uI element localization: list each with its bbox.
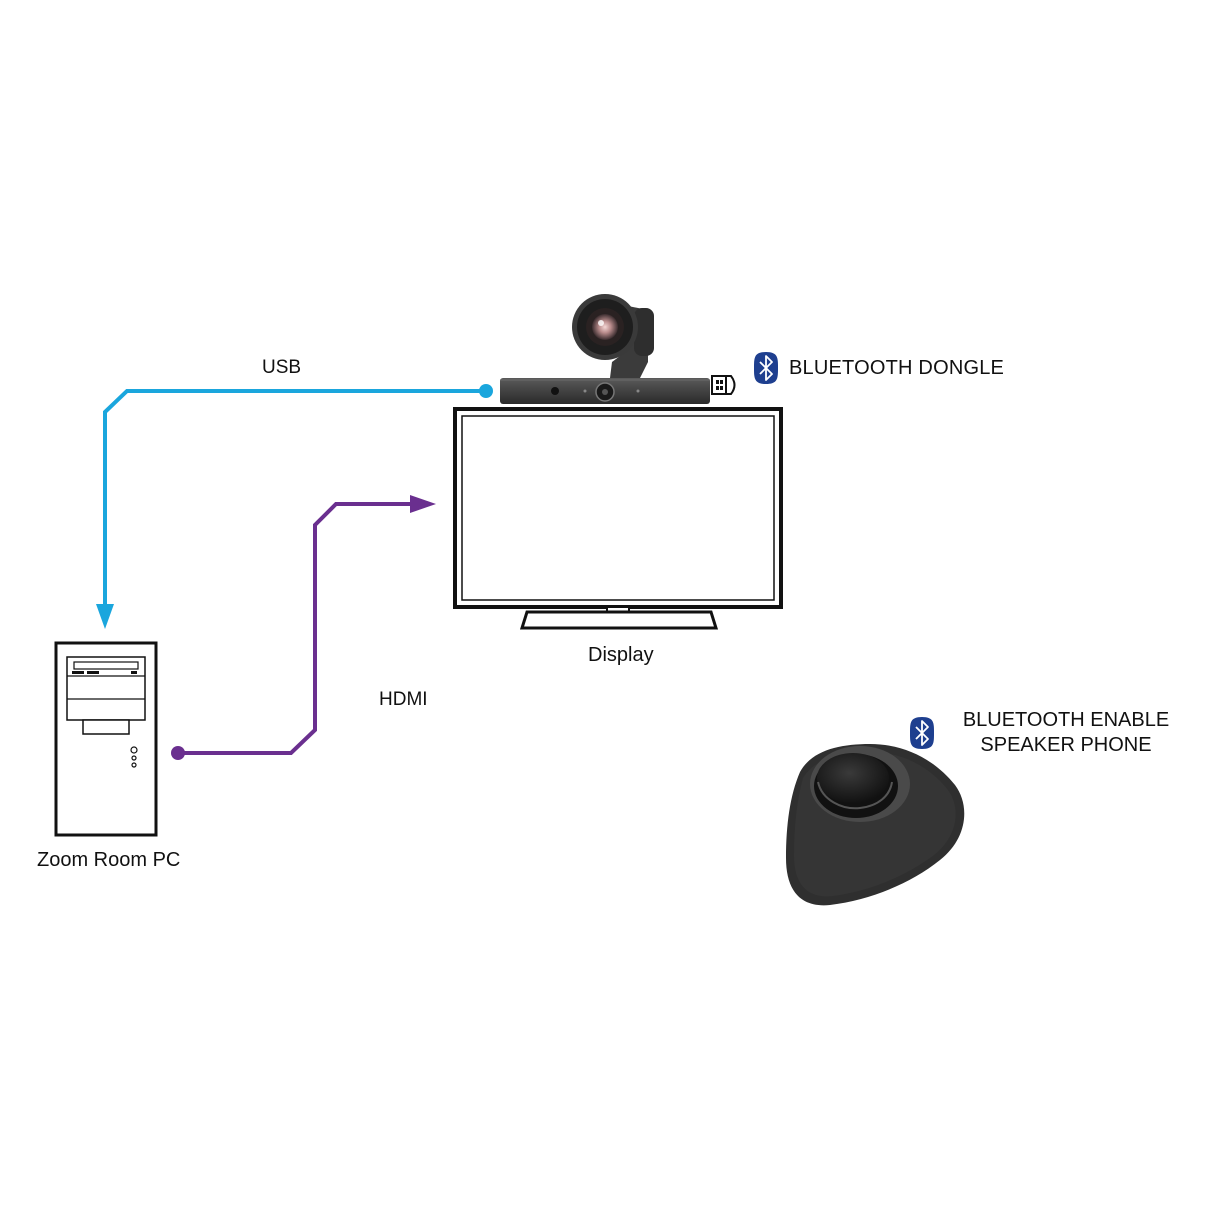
bluetooth-icon: [910, 717, 934, 749]
usb-dongle-icon: [711, 375, 736, 395]
pc-label: Zoom Room PC: [37, 849, 181, 871]
hdmi-label: HDMI: [379, 689, 428, 710]
camera-icon: [500, 294, 710, 404]
usb-connection: [96, 384, 493, 629]
hdmi-connection: [171, 495, 436, 760]
dongle-label: BLUETOOTH DONGLE: [789, 357, 1005, 379]
speaker-label-line2: SPEAKER PHONE: [980, 734, 1152, 756]
display-label: Display: [588, 644, 654, 666]
usb-label: USB: [262, 357, 302, 378]
usb-endpoint: [479, 384, 493, 398]
usb-arrowhead: [96, 604, 114, 629]
speakerphone-icon: [786, 744, 965, 906]
speaker-label-line1: BLUETOOTH ENABLE: [962, 709, 1170, 731]
bluetooth-icon: [754, 352, 778, 384]
pc-tower-icon: [54, 641, 158, 837]
display-icon: [453, 407, 783, 630]
hdmi-arrowhead: [410, 495, 436, 513]
hdmi-endpoint: [171, 746, 185, 760]
speaker-label: BLUETOOTH ENABLE SPEAKER PHONE: [961, 708, 1171, 758]
